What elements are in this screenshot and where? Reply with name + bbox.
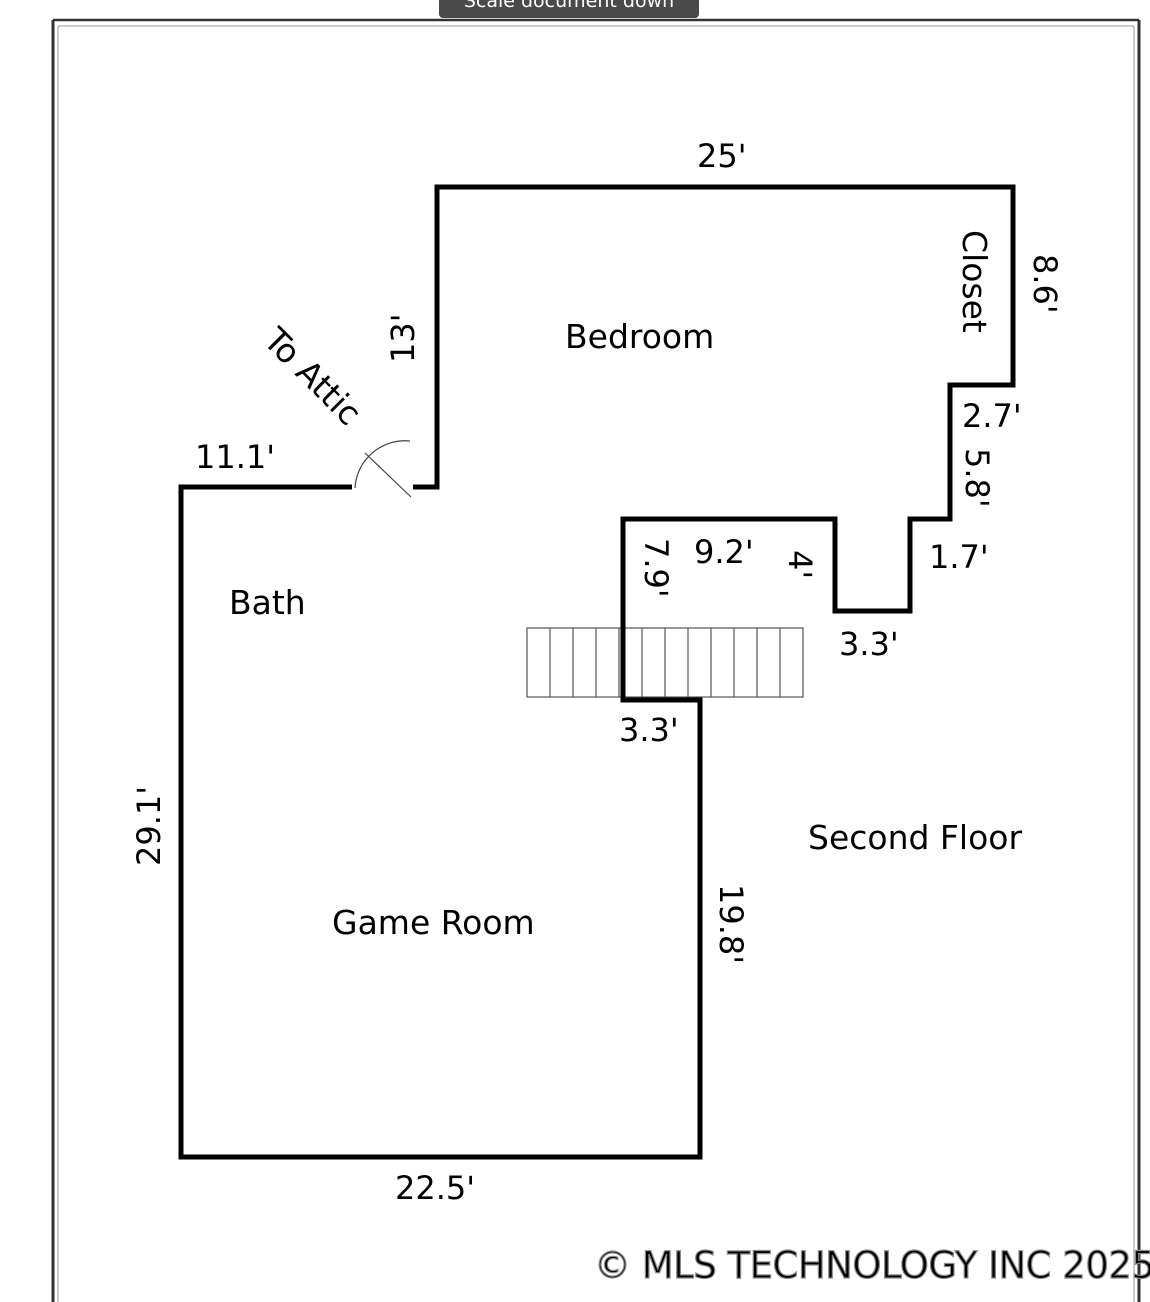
dim-top-9-2: 9.2' — [694, 533, 754, 571]
floor-label: Second Floor — [808, 818, 1022, 857]
dim-left-29-1: 29.1' — [130, 786, 168, 866]
room-label-bedroom: Bedroom — [565, 317, 714, 356]
attic-door — [354, 440, 412, 498]
dim-left-13: 13' — [384, 313, 422, 363]
dim-top-11-1: 11.1' — [195, 438, 275, 476]
dim-step-2-7: 2.7' — [962, 397, 1022, 435]
dim-vert-7-9: 7.9' — [637, 538, 675, 598]
dim-bottom-3-3: 3.3' — [839, 625, 899, 663]
label-to-attic: To Attic — [256, 319, 369, 432]
staircase — [526, 627, 804, 698]
dim-vert-4: 4' — [781, 550, 819, 579]
wall-outline — [178, 184, 1016, 1160]
dim-step-1-7: 1.7' — [929, 538, 989, 576]
room-label-closet: Closet — [955, 230, 994, 333]
dim-bottom-22-5: 22.5' — [395, 1169, 475, 1207]
room-label-bath: Bath — [229, 583, 306, 622]
scale-down-tooltip: Scale document down — [439, 0, 699, 18]
dim-top-25: 25' — [697, 137, 747, 175]
dim-stair-3-3: 3.3' — [619, 711, 679, 749]
tooltip-label: Scale document down — [463, 0, 675, 12]
dim-vert-5-8: 5.8' — [958, 448, 996, 508]
dim-right-19-8: 19.8' — [712, 884, 750, 964]
dim-right-8-6: 8.6' — [1026, 254, 1064, 314]
room-label-game-room: Game Room — [332, 903, 535, 942]
copyright-watermark: © MLS TECHNOLOGY INC 2025 — [594, 1244, 1150, 1287]
